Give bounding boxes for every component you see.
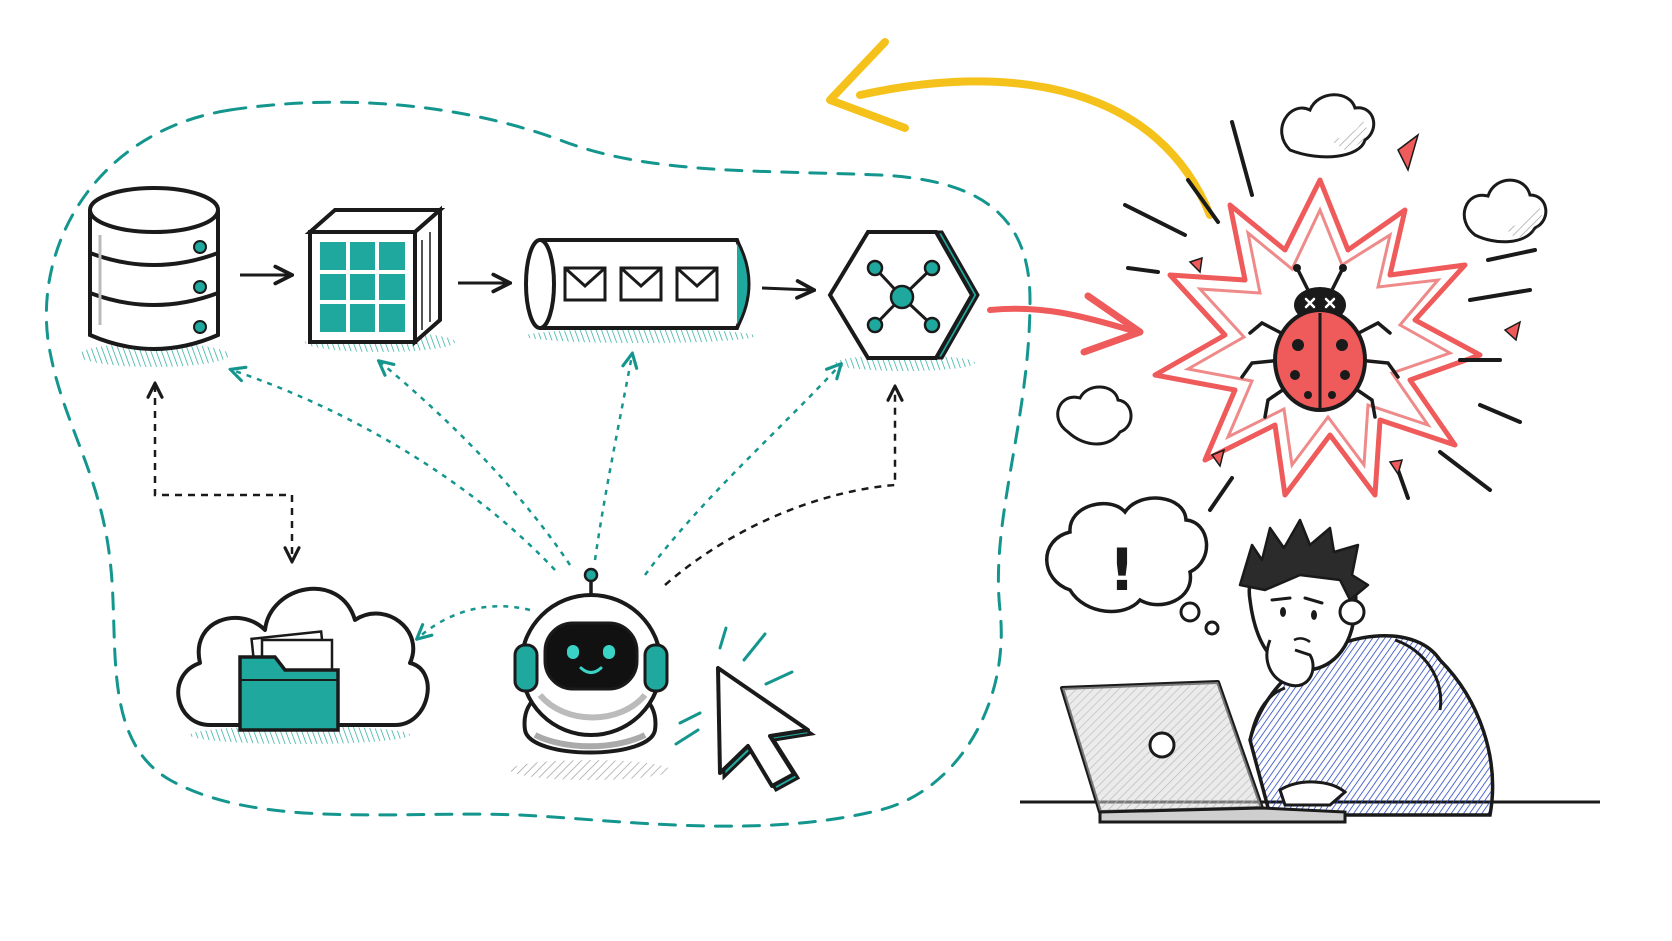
agent-link-cache: [380, 362, 572, 566]
cursor-icon: [674, 626, 816, 793]
agent-link-queue: [593, 355, 632, 561]
smoke-shading: [1330, 120, 1542, 238]
thought-symbol: !: [1109, 536, 1135, 604]
agent-link-service: [643, 365, 840, 576]
system-boundary: [44, 100, 1032, 828]
grid-cube-icon: [304, 205, 455, 352]
thought-bubble: !: [1045, 496, 1220, 636]
robot-icon: [510, 567, 670, 780]
feedback-arrowhead: [826, 38, 909, 132]
message-queue-icon: [524, 238, 755, 343]
debris: [1188, 133, 1522, 476]
agent-link-database: [232, 370, 556, 571]
feedback-arrow: [856, 77, 1214, 219]
failure-arrow: [987, 305, 1133, 333]
agent-links: [232, 355, 840, 638]
agent-link-service-ink: [664, 388, 895, 586]
sync-arrow: [155, 385, 292, 560]
failure-arrowhead: [1080, 292, 1144, 356]
cloud-folder-icon: [176, 586, 430, 744]
hexagon-network-icon: [827, 230, 980, 371]
agent-link-storage: [418, 604, 531, 638]
flow-arrow-3: [761, 288, 812, 290]
burst-lines: [1123, 120, 1537, 512]
bug-explosion-icon: [1152, 177, 1483, 498]
developer-laptop-icon: [1020, 518, 1600, 824]
database-icon: [79, 186, 229, 367]
